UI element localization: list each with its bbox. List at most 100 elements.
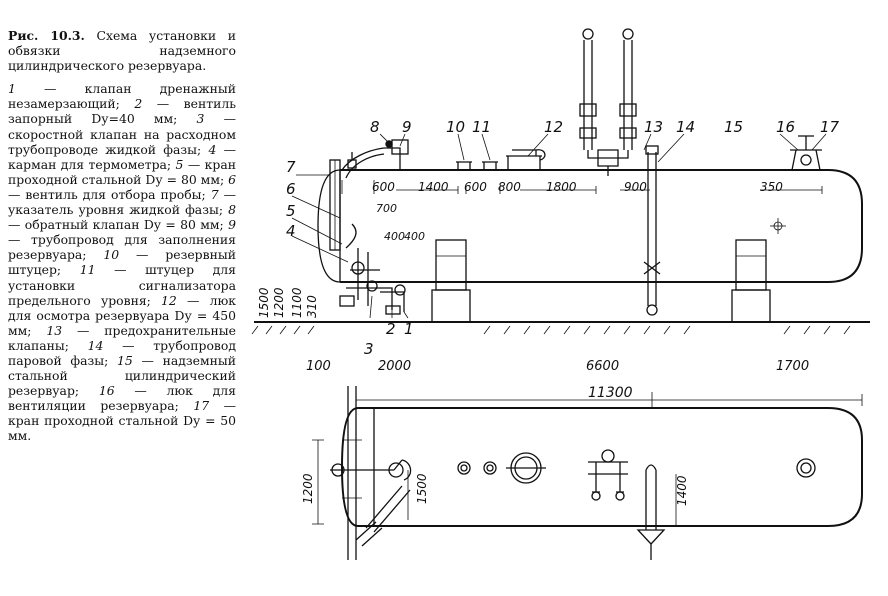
tank-end-left: [317, 169, 341, 283]
legend-item-text: вентиль запорный Dу=40 мм;: [8, 96, 236, 127]
legend-item-number: 12: [161, 292, 177, 308]
legend-item: 5 — кран проходной стальной Dу = 80 мм;: [8, 156, 236, 187]
legend-item-number: 13: [46, 322, 63, 338]
legend-item-number: 1: [8, 81, 16, 97]
legend-item: 4 — карман для термометра;: [8, 141, 236, 172]
legend-item: 7 — указатель уровня жидкой фазы;: [8, 186, 236, 218]
legend-item-text: предохранительные клапаны;: [8, 322, 236, 353]
legend-item: 12 — люк для осмотра резервуара Dу = 450…: [8, 292, 236, 338]
tank-plan-shell: [340, 407, 863, 527]
dimension-label: 1700: [776, 359, 809, 374]
dimension-label: 400: [384, 230, 405, 243]
callout-label: 16: [776, 118, 795, 136]
legend-item-text: люк для вентиляции резервуара;: [8, 383, 236, 414]
legend-item-text: люк для осмотра резервуара Dу = 450 мм;: [8, 292, 236, 338]
filling-pipeline: [341, 147, 401, 171]
legend-item-text: скоростной клапан на расходном трубопров…: [8, 126, 236, 157]
legend-item-text: кран проходной стальной Dу = 50 мм.: [8, 413, 236, 444]
legend-item-number: 10: [103, 247, 120, 263]
legend-item-text: надземный стальной цилиндрический резерв…: [8, 352, 236, 399]
callout-label: 9: [402, 118, 412, 136]
figure-title-block: Рис. 10.3. Схема установки и обвязки над…: [8, 28, 236, 73]
support-right-base: [731, 289, 771, 323]
callout-label: 6: [286, 180, 296, 198]
legend-item-number: 17: [193, 398, 210, 414]
level-alarm-fitting: [482, 161, 498, 170]
callout-label: 15: [724, 118, 743, 136]
dimension-label: 600: [372, 180, 395, 194]
legend-item: 3 — скоростной клапан на расходном трубо…: [8, 111, 236, 157]
legend-item-number: 14: [87, 337, 104, 353]
legend-item: 13 — предохранительные клапаны;: [8, 322, 236, 353]
legend-item-text: трубопровод паровой фазы;: [8, 337, 236, 368]
dimension-label: 900: [624, 180, 647, 194]
callout-label: 8: [370, 118, 380, 136]
legend-item: 11 — штуцер для установки сигнализатора …: [8, 262, 236, 308]
liquid-phase-piping: [346, 248, 405, 312]
legend-item: 9 — трубопровод для заполнения резервуар…: [8, 217, 236, 263]
callout-label: 4: [286, 222, 296, 240]
dimension-label: 350: [760, 180, 783, 194]
dimension-label: 1100: [290, 287, 304, 318]
legend-item-number: 8: [228, 202, 236, 218]
legend-item: 10 — резервный штуцер;: [8, 247, 236, 278]
legend-item: 14 — трубопровод паровой фазы;: [8, 337, 236, 368]
callout-label: 3: [364, 340, 374, 358]
plan-drain-pipe: [355, 485, 411, 547]
check-valve: [391, 139, 409, 155]
legend-item-text: трубопровод для заполнения резервуара;: [8, 232, 236, 263]
dimension-label: 1800: [546, 180, 577, 194]
legend-item-number: 3: [196, 111, 205, 127]
legend-list: 1 — клапан дренажный незамерзающий; 2 — …: [8, 81, 236, 443]
dimension-label: 1200: [301, 473, 315, 504]
legend-item-number: 2: [134, 96, 143, 112]
legend-item-text: указатель уровня жидкой фазы;: [8, 202, 223, 218]
callout-label: 7: [286, 158, 296, 176]
vapor-phase-pipeline: [647, 152, 657, 306]
legend-item-number: 5: [175, 156, 184, 172]
legend-item-text: штуцер для установки сигнализатора преде…: [8, 262, 236, 308]
elevation-view: [251, 28, 870, 335]
callout-label: 12: [544, 118, 563, 136]
callout-label: 13: [644, 118, 663, 136]
figure-title: Схема установки и обвязки надземного цил…: [8, 28, 236, 74]
legend-item-number: 16: [98, 383, 115, 399]
legend-item: 17 — кран проходной стальной Dу = 50 мм.: [8, 398, 236, 444]
plan-safety-valves: [588, 461, 628, 493]
dimension-label: 700: [376, 202, 397, 215]
legend-item: 8 — обратный клапан Dу = 80 мм;: [8, 202, 236, 233]
callout-label: 1: [404, 320, 414, 338]
dimension-label: 1500: [257, 287, 271, 318]
legend-item: 6 — вентиль для отбора пробы;: [8, 171, 236, 202]
reserve-fitting: [456, 161, 472, 170]
legend-item-text: клапан дренажный незамерзающий;: [8, 81, 236, 112]
dimension-label: 1500: [415, 473, 429, 504]
safety-valve-pipes: [583, 40, 633, 150]
legend-item-text: вентиль для отбора пробы;: [25, 186, 206, 202]
dimension-label: 6600: [586, 359, 619, 374]
figure-caption: Рис. 10.3. Схема установки и обвязки над…: [8, 28, 236, 444]
legend-item-text: обратный клапан Dу = 80 мм;: [24, 217, 224, 233]
legend-item-number: 11: [79, 262, 96, 278]
dimension-label: 600: [464, 180, 487, 194]
legend-item: 16 — люк для вентиляции резервуара;: [8, 383, 236, 414]
tank-shell: [340, 169, 863, 283]
dimension-label: 310: [305, 295, 319, 318]
legend-item-text: кран проходной стальной Dу = 80 мм;: [8, 156, 236, 187]
plan-view: [312, 386, 863, 560]
plan-front-piping: [330, 459, 412, 481]
dimension-label: 1400: [675, 475, 689, 506]
legend-item-number: 7: [210, 186, 219, 202]
inspection-manhole: [506, 149, 542, 170]
legend-item: 1 — клапан дренажный незамерзающий;: [8, 81, 236, 112]
callout-label: 2: [386, 320, 396, 338]
support-left-base: [431, 289, 471, 323]
legend-item-number: 9: [228, 217, 236, 233]
legend-item-number: 15: [117, 352, 133, 368]
dimension-label: 100: [306, 359, 331, 374]
legend-item-text: резервный штуцер;: [8, 247, 236, 278]
callout-label: 17: [820, 118, 840, 136]
plan-vapor-pipe: [645, 464, 657, 530]
dimension-label: 2000: [378, 359, 411, 374]
